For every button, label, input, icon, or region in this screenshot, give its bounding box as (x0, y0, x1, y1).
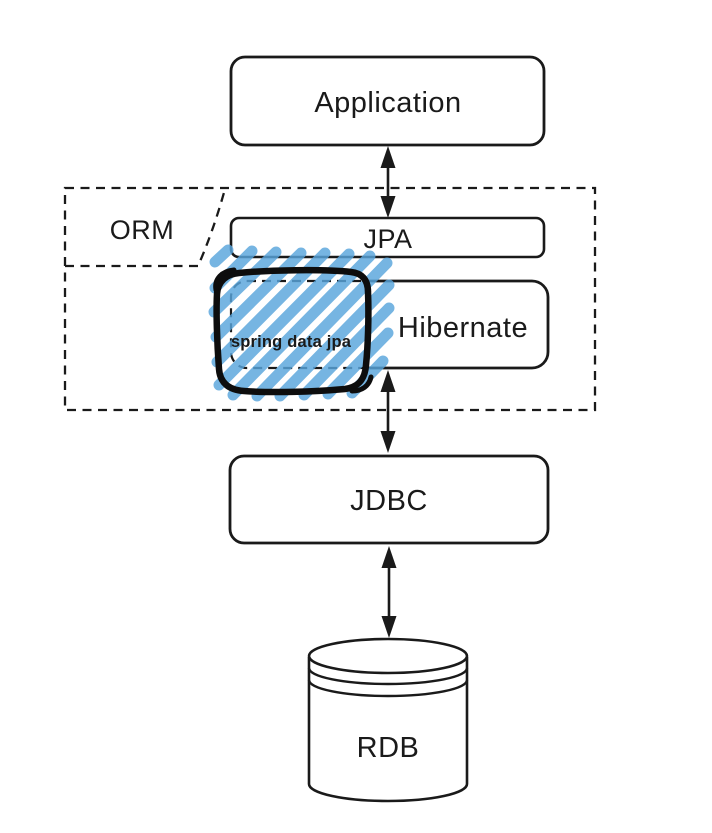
highlight-stripe (208, 246, 282, 318)
arrow-down-head (380, 196, 396, 218)
arrow-down-head (381, 616, 397, 638)
jdbc-box (228, 454, 550, 545)
rdb-cylinder-ring-2 (307, 679, 469, 698)
highlight-stripe (298, 302, 395, 401)
arrow-application-jpa (380, 146, 396, 218)
highlight-stripe (322, 327, 394, 400)
highlight-stripe (213, 248, 355, 391)
highlight-stripe (227, 250, 376, 401)
rdb-node: RDB (307, 637, 469, 803)
rdb-cylinder-ring-1 (307, 667, 469, 686)
arrow-hibernate-jdbc (380, 370, 396, 453)
spring-data-jpa-border (213, 266, 374, 396)
orm-boundary-rect (63, 186, 597, 412)
rdb-label: RDB (357, 732, 420, 764)
spring-data-jpa-label: spring data jpa (231, 333, 352, 351)
jdbc-node: JDBC (228, 454, 550, 545)
orm-tab-divider (65, 188, 227, 268)
hibernate-label: Hibernate (398, 312, 528, 344)
annotation-border-corner-stroke (213, 267, 237, 293)
rdb-cylinder-top (307, 637, 469, 675)
application-box (229, 55, 546, 147)
annotation-border-corner-stroke (349, 374, 374, 394)
jpa-box (229, 216, 546, 259)
jdbc-label: JDBC (350, 485, 428, 517)
orm-label: ORM (110, 215, 175, 245)
arrow-up-head (380, 370, 396, 392)
orm-boundary: ORM (63, 186, 597, 412)
jpa-node: JPA (229, 216, 546, 259)
arrow-up-head (381, 546, 397, 568)
application-node: Application (229, 55, 546, 147)
highlight-stripe (210, 247, 307, 343)
annotation-border-path (213, 266, 372, 396)
arrow-down-head (380, 431, 396, 453)
arrow-jdbc-rdb (381, 546, 397, 638)
arrow-up-head (380, 146, 396, 168)
highlight-stripe (209, 244, 234, 268)
jpa-label: JPA (363, 224, 412, 254)
application-label: Application (314, 87, 461, 119)
